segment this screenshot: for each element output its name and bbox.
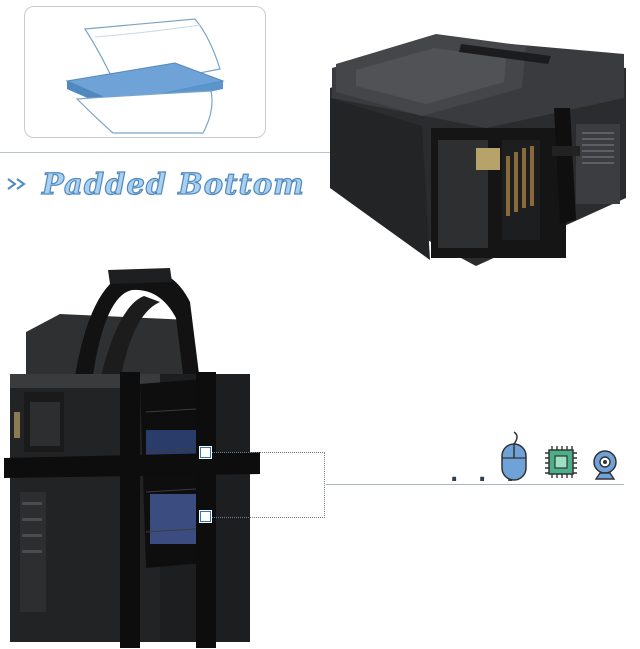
case-standing-photo <box>4 268 260 648</box>
cpu-chip-icon <box>545 446 577 478</box>
pocket-bracket <box>212 452 325 518</box>
foam-layers-illustration <box>65 18 225 134</box>
callout-line-padded <box>0 152 362 153</box>
webcam-icon <box>593 450 617 480</box>
double-chevron-icon <box>7 178 26 190</box>
feature-title: Padded Bottom <box>41 166 305 201</box>
callout-marker-pocket-bottom <box>200 511 211 522</box>
callout-line-accessories <box>326 484 624 485</box>
feature-title-row: Padded Bottom <box>6 164 305 204</box>
callout-marker-pocket-top <box>200 447 211 458</box>
padded-bottom-inset <box>24 6 266 138</box>
mouse-icon <box>501 431 527 481</box>
case-lying-photo <box>330 34 626 266</box>
